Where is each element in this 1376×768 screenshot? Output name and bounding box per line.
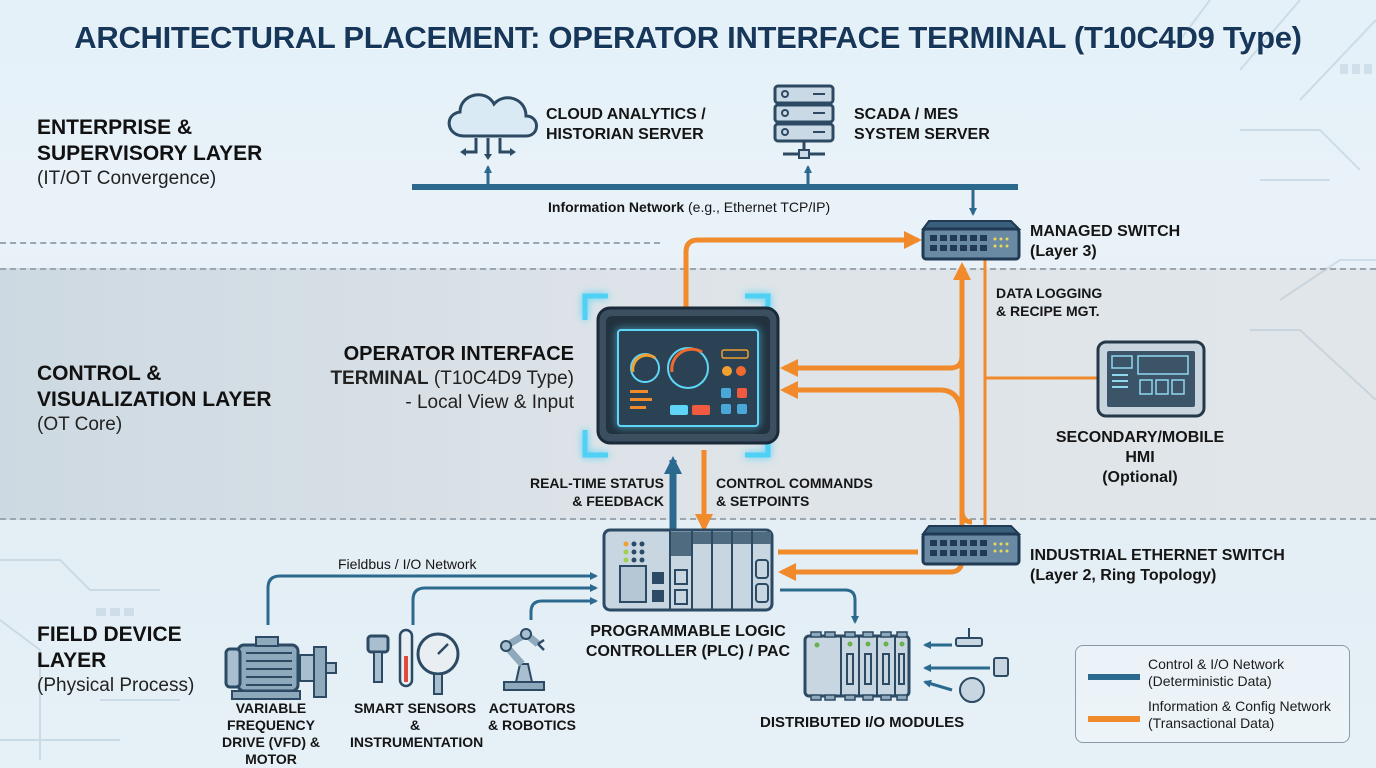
- label-line: (Transactional Data): [1148, 715, 1275, 731]
- layer-title: LAYER: [37, 649, 107, 672]
- data-logging-label: DATA LOGGING & RECIPE MGT.: [996, 284, 1102, 320]
- label-bold: TERMINAL: [330, 368, 429, 389]
- label-line: ACTUATORS: [488, 700, 576, 716]
- label-line: PROGRAMMABLE LOGIC: [590, 623, 786, 640]
- label-line: (Optional): [1102, 469, 1178, 486]
- information-config-links: [683, 231, 973, 581]
- label-line: SMART SENSORS &: [353, 700, 477, 733]
- label-line: INSTRUMENTATION: [350, 734, 484, 750]
- label-line: & ROBOTICS: [488, 717, 576, 733]
- cloud-icon: [447, 93, 538, 160]
- information-network-bus: [412, 165, 1018, 216]
- fieldbus-label: Fieldbus / I/O Network: [338, 556, 477, 572]
- industrial-switch-label: INDUSTRIAL ETHERNET SWITCH (Layer 2, Rin…: [1030, 546, 1285, 586]
- io-module-icon: [803, 631, 911, 701]
- hmi-touchscreen-icon: [582, 293, 780, 458]
- legend-swatch-blue: [1088, 674, 1140, 680]
- mobile-hmi-link: [983, 254, 1098, 528]
- managed-switch-icon: [921, 220, 1022, 261]
- label-line: - Local View & Input: [405, 392, 574, 413]
- layer-title: CONTROL &: [37, 362, 162, 385]
- label-line: & RECIPE MGT.: [996, 303, 1100, 319]
- tablet-icon: [1096, 340, 1206, 418]
- layer-divider-bottom: [0, 518, 1376, 520]
- server-rack-icon: [773, 84, 835, 159]
- control-io-links: [266, 456, 990, 692]
- distributed-io-label: DISTRIBUTED I/O MODULES: [760, 714, 965, 731]
- layer-field: FIELD DEVICE LAYER (Physical Process): [37, 622, 194, 698]
- layer-divider-top-upper: [0, 242, 660, 244]
- label-line: (Deterministic Data): [1148, 673, 1272, 689]
- label-line: SYSTEM SERVER: [854, 126, 990, 143]
- label-rest: (e.g., Ethernet TCP/IP): [684, 199, 831, 215]
- label-line: (Layer 2, Ring Topology): [1030, 567, 1217, 584]
- layer-title: FIELD DEVICE: [37, 623, 182, 646]
- mobile-hmi-label: SECONDARY/MOBILE HMI (Optional): [1040, 428, 1240, 488]
- layer-subtitle: (OT Core): [37, 414, 123, 435]
- label-line: OPERATOR INTERFACE: [343, 343, 574, 365]
- scada-server-label: SCADA / MES SYSTEM SERVER: [854, 105, 990, 145]
- control-commands-label: CONTROL COMMANDS & SETPOINTS: [716, 474, 873, 510]
- label-rest: (T10C4D9 Type): [428, 368, 574, 389]
- label-line: TERMINAL (T10C4D9 Type): [330, 367, 574, 391]
- gauge-thermometer-icon: [366, 628, 460, 695]
- label-line: (Layer 3): [1030, 243, 1097, 260]
- label-line: DRIVE (VFD) & MOTOR: [222, 734, 320, 767]
- industrial-switch-icon: [921, 525, 1022, 566]
- label-line: DATA LOGGING: [996, 285, 1103, 301]
- layer-title: VISUALIZATION LAYER: [37, 388, 272, 411]
- label-line: MANAGED SWITCH: [1030, 223, 1181, 240]
- plc-label: PROGRAMMABLE LOGIC CONTROLLER (PLC) / PA…: [578, 622, 798, 662]
- label-line: CLOUD ANALYTICS /: [546, 106, 706, 123]
- label-line: SECONDARY/MOBILE HMI: [1055, 429, 1225, 466]
- terminal-label: OPERATOR INTERFACE TERMINAL (T10C4D9 Typ…: [330, 342, 574, 415]
- information-network-label: Information Network (e.g., Ethernet TCP/…: [548, 199, 830, 215]
- label-line: SCADA / MES: [854, 106, 959, 123]
- layer-title: SUPERVISORY LAYER: [37, 142, 263, 165]
- cloud-server-label: CLOUD ANALYTICS / HISTORIAN SERVER: [546, 105, 706, 145]
- label-line: REAL-TIME STATUS: [529, 475, 664, 491]
- layer-subtitle: (IT/OT Convergence): [37, 168, 217, 189]
- layer-control: CONTROL & VISUALIZATION LAYER (OT Core): [37, 361, 272, 437]
- managed-switch-label: MANAGED SWITCH (Layer 3): [1030, 222, 1180, 262]
- legend: Control & I/O Network (Deterministic Dat…: [1075, 645, 1350, 743]
- actuators-label: ACTUATORS & ROBOTICS: [482, 700, 582, 734]
- label-line: & FEEDBACK: [572, 493, 664, 509]
- motor-icon: [224, 636, 337, 700]
- label-bold: Information Network: [548, 199, 685, 215]
- legend-label: Information & Config Network (Transactio…: [1148, 698, 1331, 732]
- label-line: HISTORIAN SERVER: [546, 126, 704, 143]
- label-line: VARIABLE FREQUENCY: [227, 700, 315, 733]
- plc-rack-icon: [602, 528, 774, 612]
- field-sensor-icons: [955, 628, 1009, 703]
- legend-swatch-orange: [1088, 716, 1140, 722]
- diagram-title: ARCHITECTURAL PLACEMENT: OPERATOR INTERF…: [74, 20, 1302, 55]
- label-line: CONTROL COMMANDS: [716, 475, 873, 491]
- layer-subtitle: (Physical Process): [37, 675, 195, 696]
- layer-enterprise: ENTERPRISE & SUPERVISORY LAYER (IT/OT Co…: [37, 115, 262, 191]
- sensors-label: SMART SENSORS & INSTRUMENTATION: [350, 700, 484, 751]
- legend-label: Control & I/O Network (Deterministic Dat…: [1148, 656, 1284, 690]
- label-line: INDUSTRIAL ETHERNET SWITCH: [1030, 547, 1285, 564]
- label-line: Control & I/O Network: [1148, 656, 1285, 672]
- robot-arm-icon: [500, 628, 545, 691]
- label-line: & SETPOINTS: [716, 493, 810, 509]
- layer-title: ENTERPRISE &: [37, 116, 193, 139]
- label-line: Information & Config Network: [1148, 698, 1331, 714]
- vfd-motor-label: VARIABLE FREQUENCY DRIVE (VFD) & MOTOR: [196, 700, 346, 768]
- status-feedback-label: REAL-TIME STATUS & FEEDBACK: [500, 474, 664, 510]
- label-line: CONTROLLER (PLC) / PAC: [585, 643, 791, 660]
